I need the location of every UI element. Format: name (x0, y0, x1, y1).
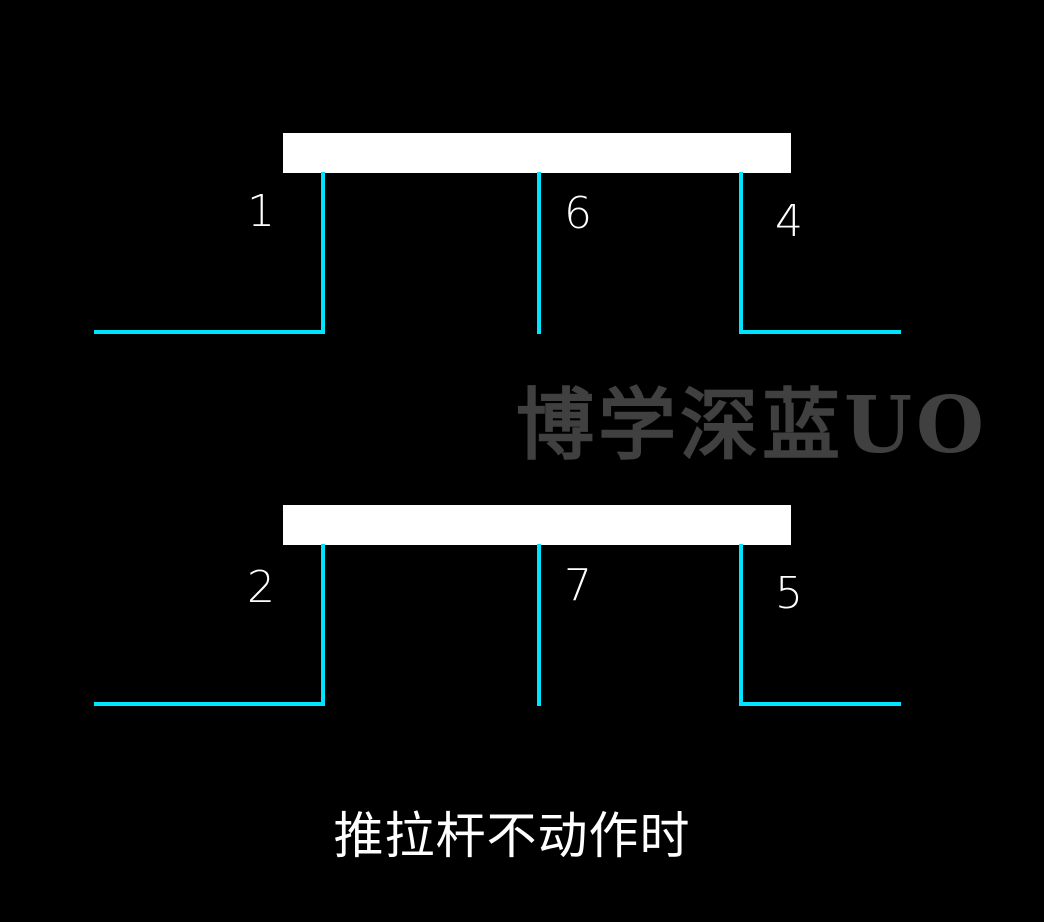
terminal-label-5: 5 (775, 568, 803, 619)
terminal-label-2: 2 (247, 562, 275, 613)
wire-bottom-left (94, 544, 325, 706)
wire-top-left (94, 172, 325, 334)
contact-bar-bottom (283, 505, 791, 545)
watermark-text: 博学深蓝UO (516, 380, 988, 471)
terminal-label-6: 6 (564, 188, 592, 239)
switch-bottom: 2 7 5 (94, 505, 901, 706)
terminal-label-7: 7 (564, 560, 592, 611)
wire-bottom-right (739, 544, 901, 706)
contact-bar-top (283, 133, 791, 173)
terminal-label-4: 4 (775, 196, 803, 247)
diagram-caption: 推拉杆不动作时 (334, 807, 691, 865)
terminal-label-1: 1 (247, 186, 275, 237)
switch-top: 1 6 4 (94, 133, 901, 334)
wire-top-right (739, 172, 901, 334)
